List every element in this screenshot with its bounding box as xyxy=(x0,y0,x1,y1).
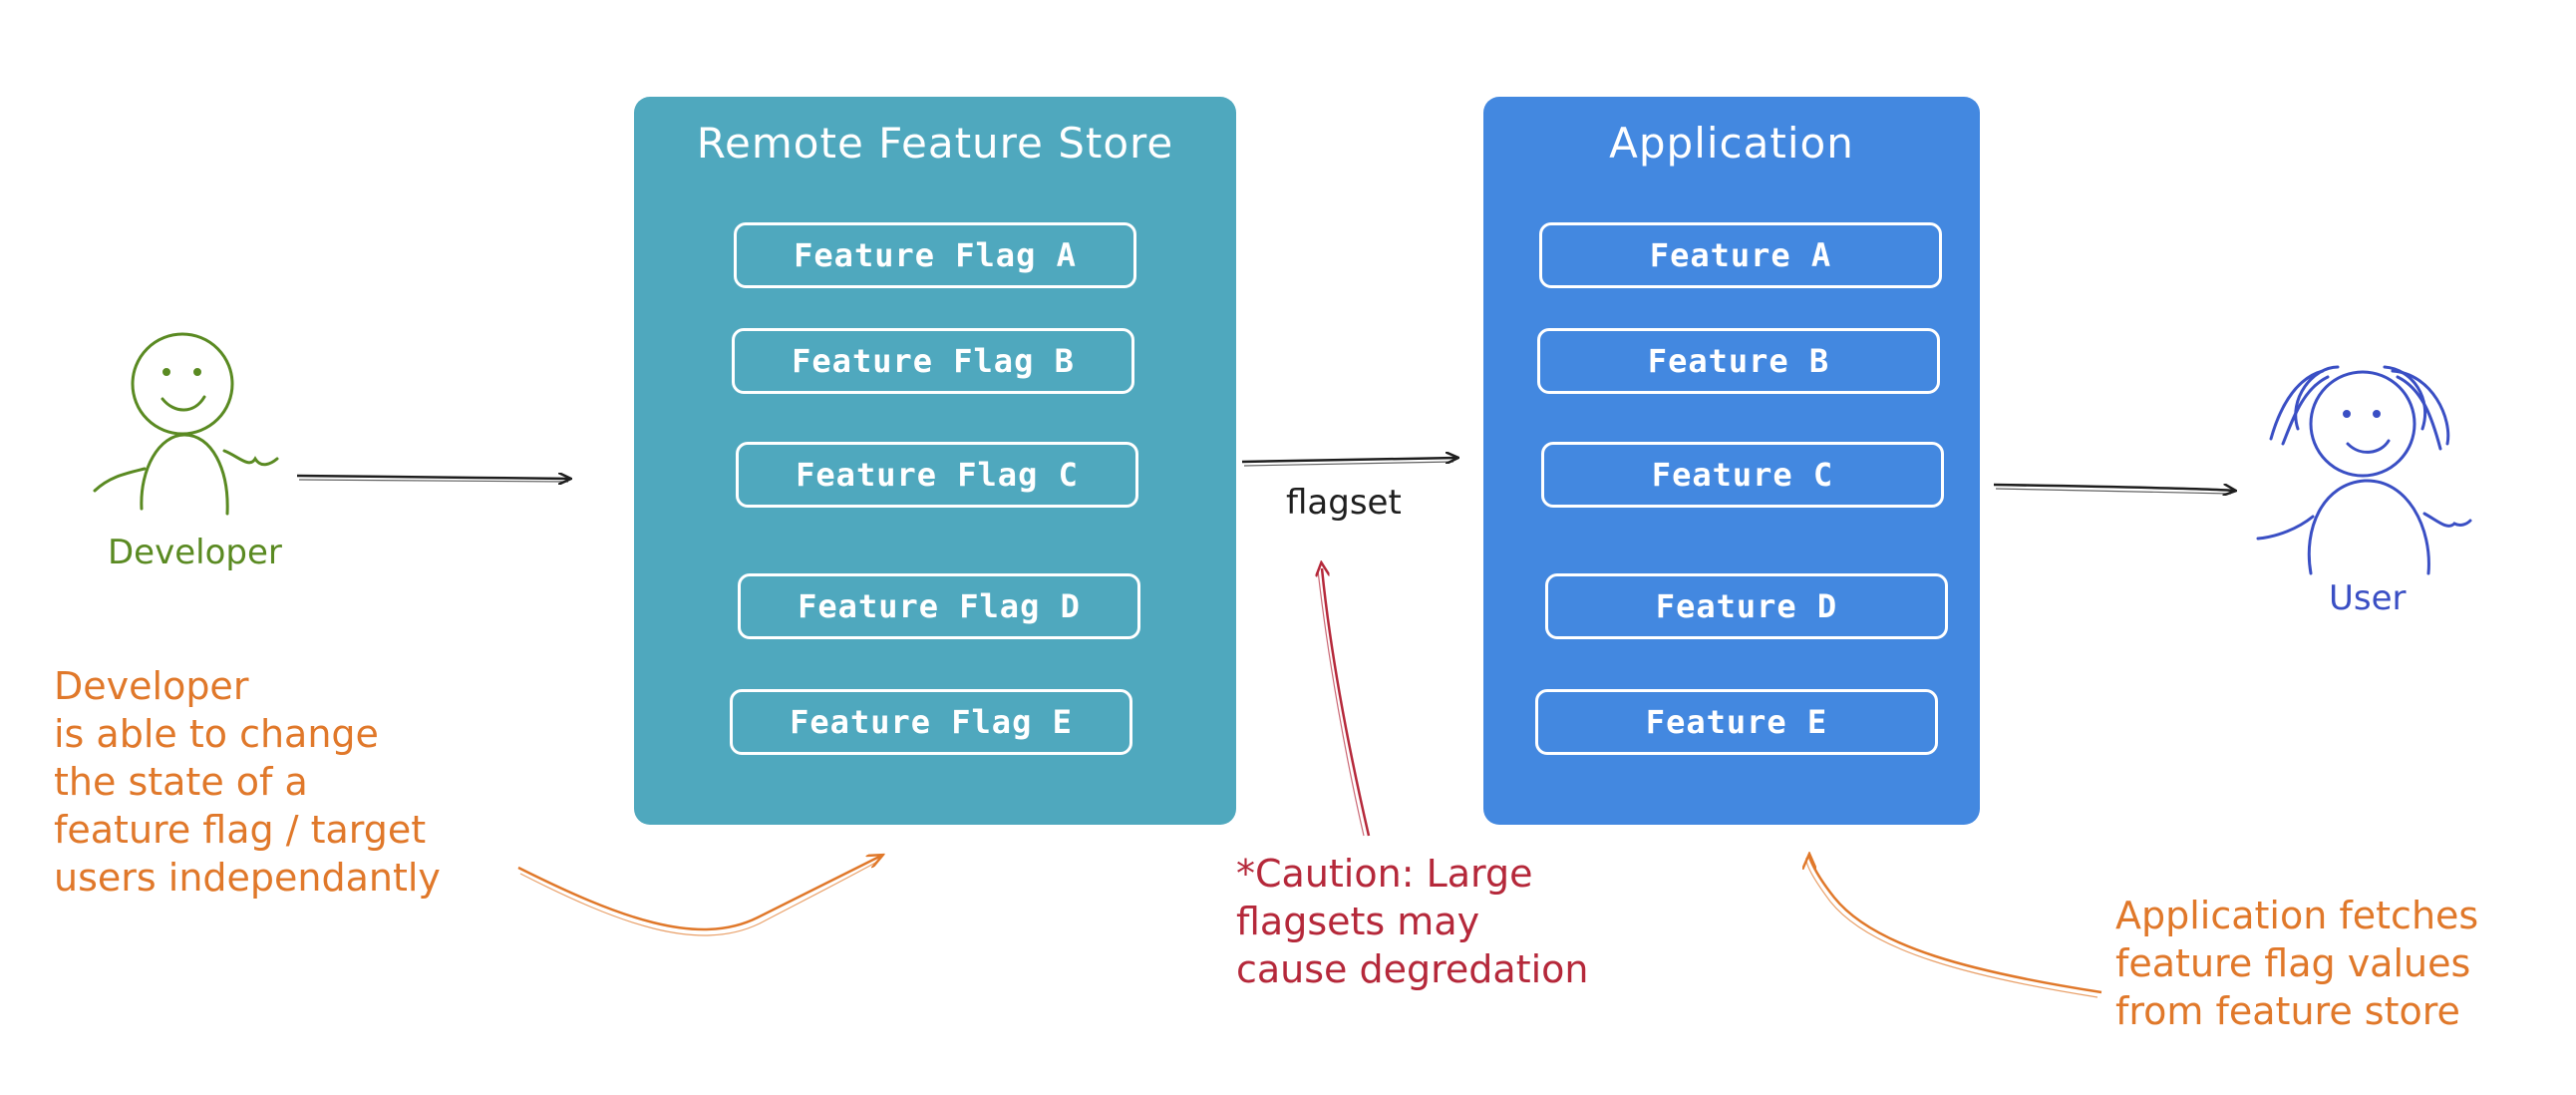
application-panel: Application Feature A Feature B Feature … xyxy=(1483,97,1980,825)
application-note-line: Application fetches xyxy=(2115,894,2479,937)
feature-d[interactable]: Feature D xyxy=(1545,573,1948,639)
developer-note-line: users independantly xyxy=(54,856,441,900)
developer-label: Developer xyxy=(108,533,282,572)
flagset-label: flagset xyxy=(1286,483,1402,523)
feature-flag-e[interactable]: Feature Flag E xyxy=(730,689,1132,755)
caution-note-line: *Caution: Large xyxy=(1236,852,1533,896)
caution-note: *Caution: Large flagsets may cause degre… xyxy=(1236,850,1589,993)
developer-note: Developer is able to change the state of… xyxy=(54,662,441,902)
user-label: User xyxy=(2329,578,2407,618)
developer-note-line: feature flag / target xyxy=(54,808,427,852)
caution-note-line: cause degredation xyxy=(1236,947,1589,991)
application-note-line: feature flag values xyxy=(2115,941,2471,985)
developer-note-line: the state of a xyxy=(54,760,308,804)
developer-note-line: Developer xyxy=(54,664,249,708)
store-title: Remote Feature Store xyxy=(696,119,1174,168)
feature-flag-a[interactable]: Feature Flag A xyxy=(734,222,1136,288)
application-to-user-arrow xyxy=(1993,483,2235,491)
application-title: Application xyxy=(1609,119,1854,168)
user-figure-icon xyxy=(2256,365,2472,575)
remote-feature-store-panel: Remote Feature Store Feature Flag A Feat… xyxy=(634,97,1236,825)
feature-c[interactable]: Feature C xyxy=(1541,442,1944,508)
feature-a[interactable]: Feature A xyxy=(1539,222,1942,288)
developer-note-line: is able to change xyxy=(54,712,379,756)
store-to-application-arrow xyxy=(1241,458,1457,462)
application-note-line: from feature store xyxy=(2115,989,2460,1033)
developer-figure-icon xyxy=(93,332,279,516)
feature-flag-c[interactable]: Feature Flag C xyxy=(736,442,1138,508)
developer-note-arrow xyxy=(517,856,881,931)
caution-arrow xyxy=(1322,568,1371,837)
caution-note-line: flagsets may xyxy=(1236,900,1480,943)
feature-flag-b[interactable]: Feature Flag B xyxy=(732,328,1134,394)
developer-to-store-arrow xyxy=(296,476,570,479)
application-note: Application fetches feature flag values … xyxy=(2115,892,2478,1035)
feature-b[interactable]: Feature B xyxy=(1537,328,1940,394)
feature-e[interactable]: Feature E xyxy=(1535,689,1938,755)
application-note-arrow xyxy=(1809,856,2102,994)
feature-flag-d[interactable]: Feature Flag D xyxy=(738,573,1140,639)
